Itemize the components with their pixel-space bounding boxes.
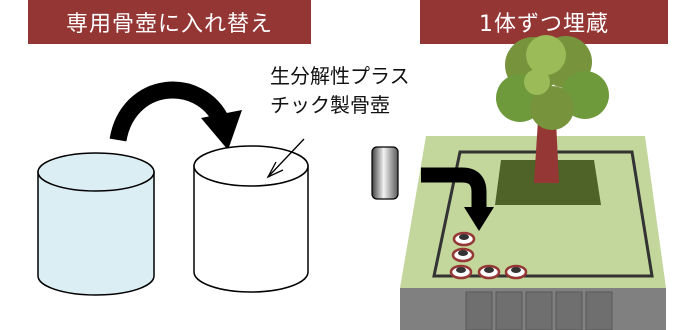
callout-line-1: 生分解性プラス bbox=[270, 64, 410, 88]
banner-replace-urn: 専用骨壺に入れ替え bbox=[28, 0, 311, 44]
burial-hole-icon bbox=[449, 231, 528, 280]
urn-icon bbox=[371, 146, 399, 200]
biodegradable-urn-label: 生分解性プラス チック製骨壺 bbox=[270, 62, 410, 120]
burial-hole bbox=[452, 231, 476, 247]
down-arrow-icon bbox=[421, 167, 494, 231]
callout-line-2: チック製骨壺 bbox=[270, 93, 390, 117]
burial-hole bbox=[449, 264, 473, 280]
burial-hole bbox=[504, 264, 528, 280]
burial-hole bbox=[477, 264, 501, 280]
burial-ground bbox=[400, 136, 666, 330]
tree-icon bbox=[496, 35, 609, 183]
curved-arrow-icon bbox=[109, 81, 242, 150]
callout-pointer bbox=[266, 138, 305, 179]
cylinder-old-urn bbox=[37, 152, 155, 296]
burial-hole bbox=[451, 247, 475, 263]
cylinder-biodegradable-urn bbox=[193, 145, 309, 293]
banner-bury-individually-text: 1体ずつ埋蔵 bbox=[479, 12, 609, 37]
banner-replace-urn-text: 専用骨壺に入れ替え bbox=[65, 12, 273, 37]
